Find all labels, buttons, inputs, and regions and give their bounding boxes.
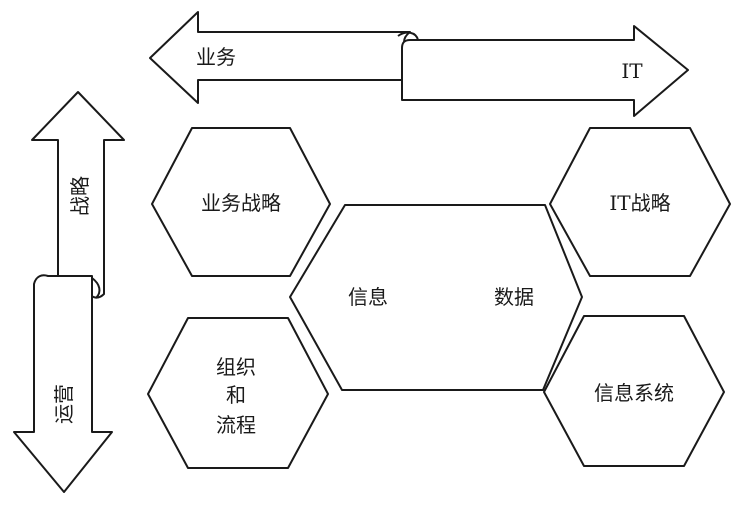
center-data-label: 数据	[494, 285, 534, 309]
strategy-arrow-label: 战略	[68, 176, 92, 216]
it-strategy-label: IT战略	[609, 191, 670, 215]
it-strategy-hexagon	[549, 127, 731, 277]
org-process-hexagon	[147, 317, 329, 469]
center-info-label: 信息	[348, 285, 388, 309]
info-systems-label: 信息系统	[594, 381, 674, 405]
center-hexagon	[289, 204, 583, 391]
business-arrow-label: 业务	[196, 45, 236, 69]
operations-arrow	[13, 274, 113, 493]
banner-fold	[397, 31, 419, 41]
business-strategy-label: 业务战略	[201, 191, 281, 215]
org-process-label-line2: 和	[226, 383, 246, 407]
it-arrow-label: IT	[621, 59, 643, 83]
operations-arrow-label: 运营	[52, 384, 76, 424]
org-process-label-line1: 组织	[216, 355, 256, 379]
info-systems-hexagon	[543, 315, 725, 467]
it-arrow	[401, 25, 689, 117]
business-strategy-hexagon	[151, 127, 331, 277]
vertical-banner-fold	[91, 277, 101, 299]
org-process-label-line3: 流程	[216, 413, 256, 437]
business-arrow	[149, 11, 411, 104]
